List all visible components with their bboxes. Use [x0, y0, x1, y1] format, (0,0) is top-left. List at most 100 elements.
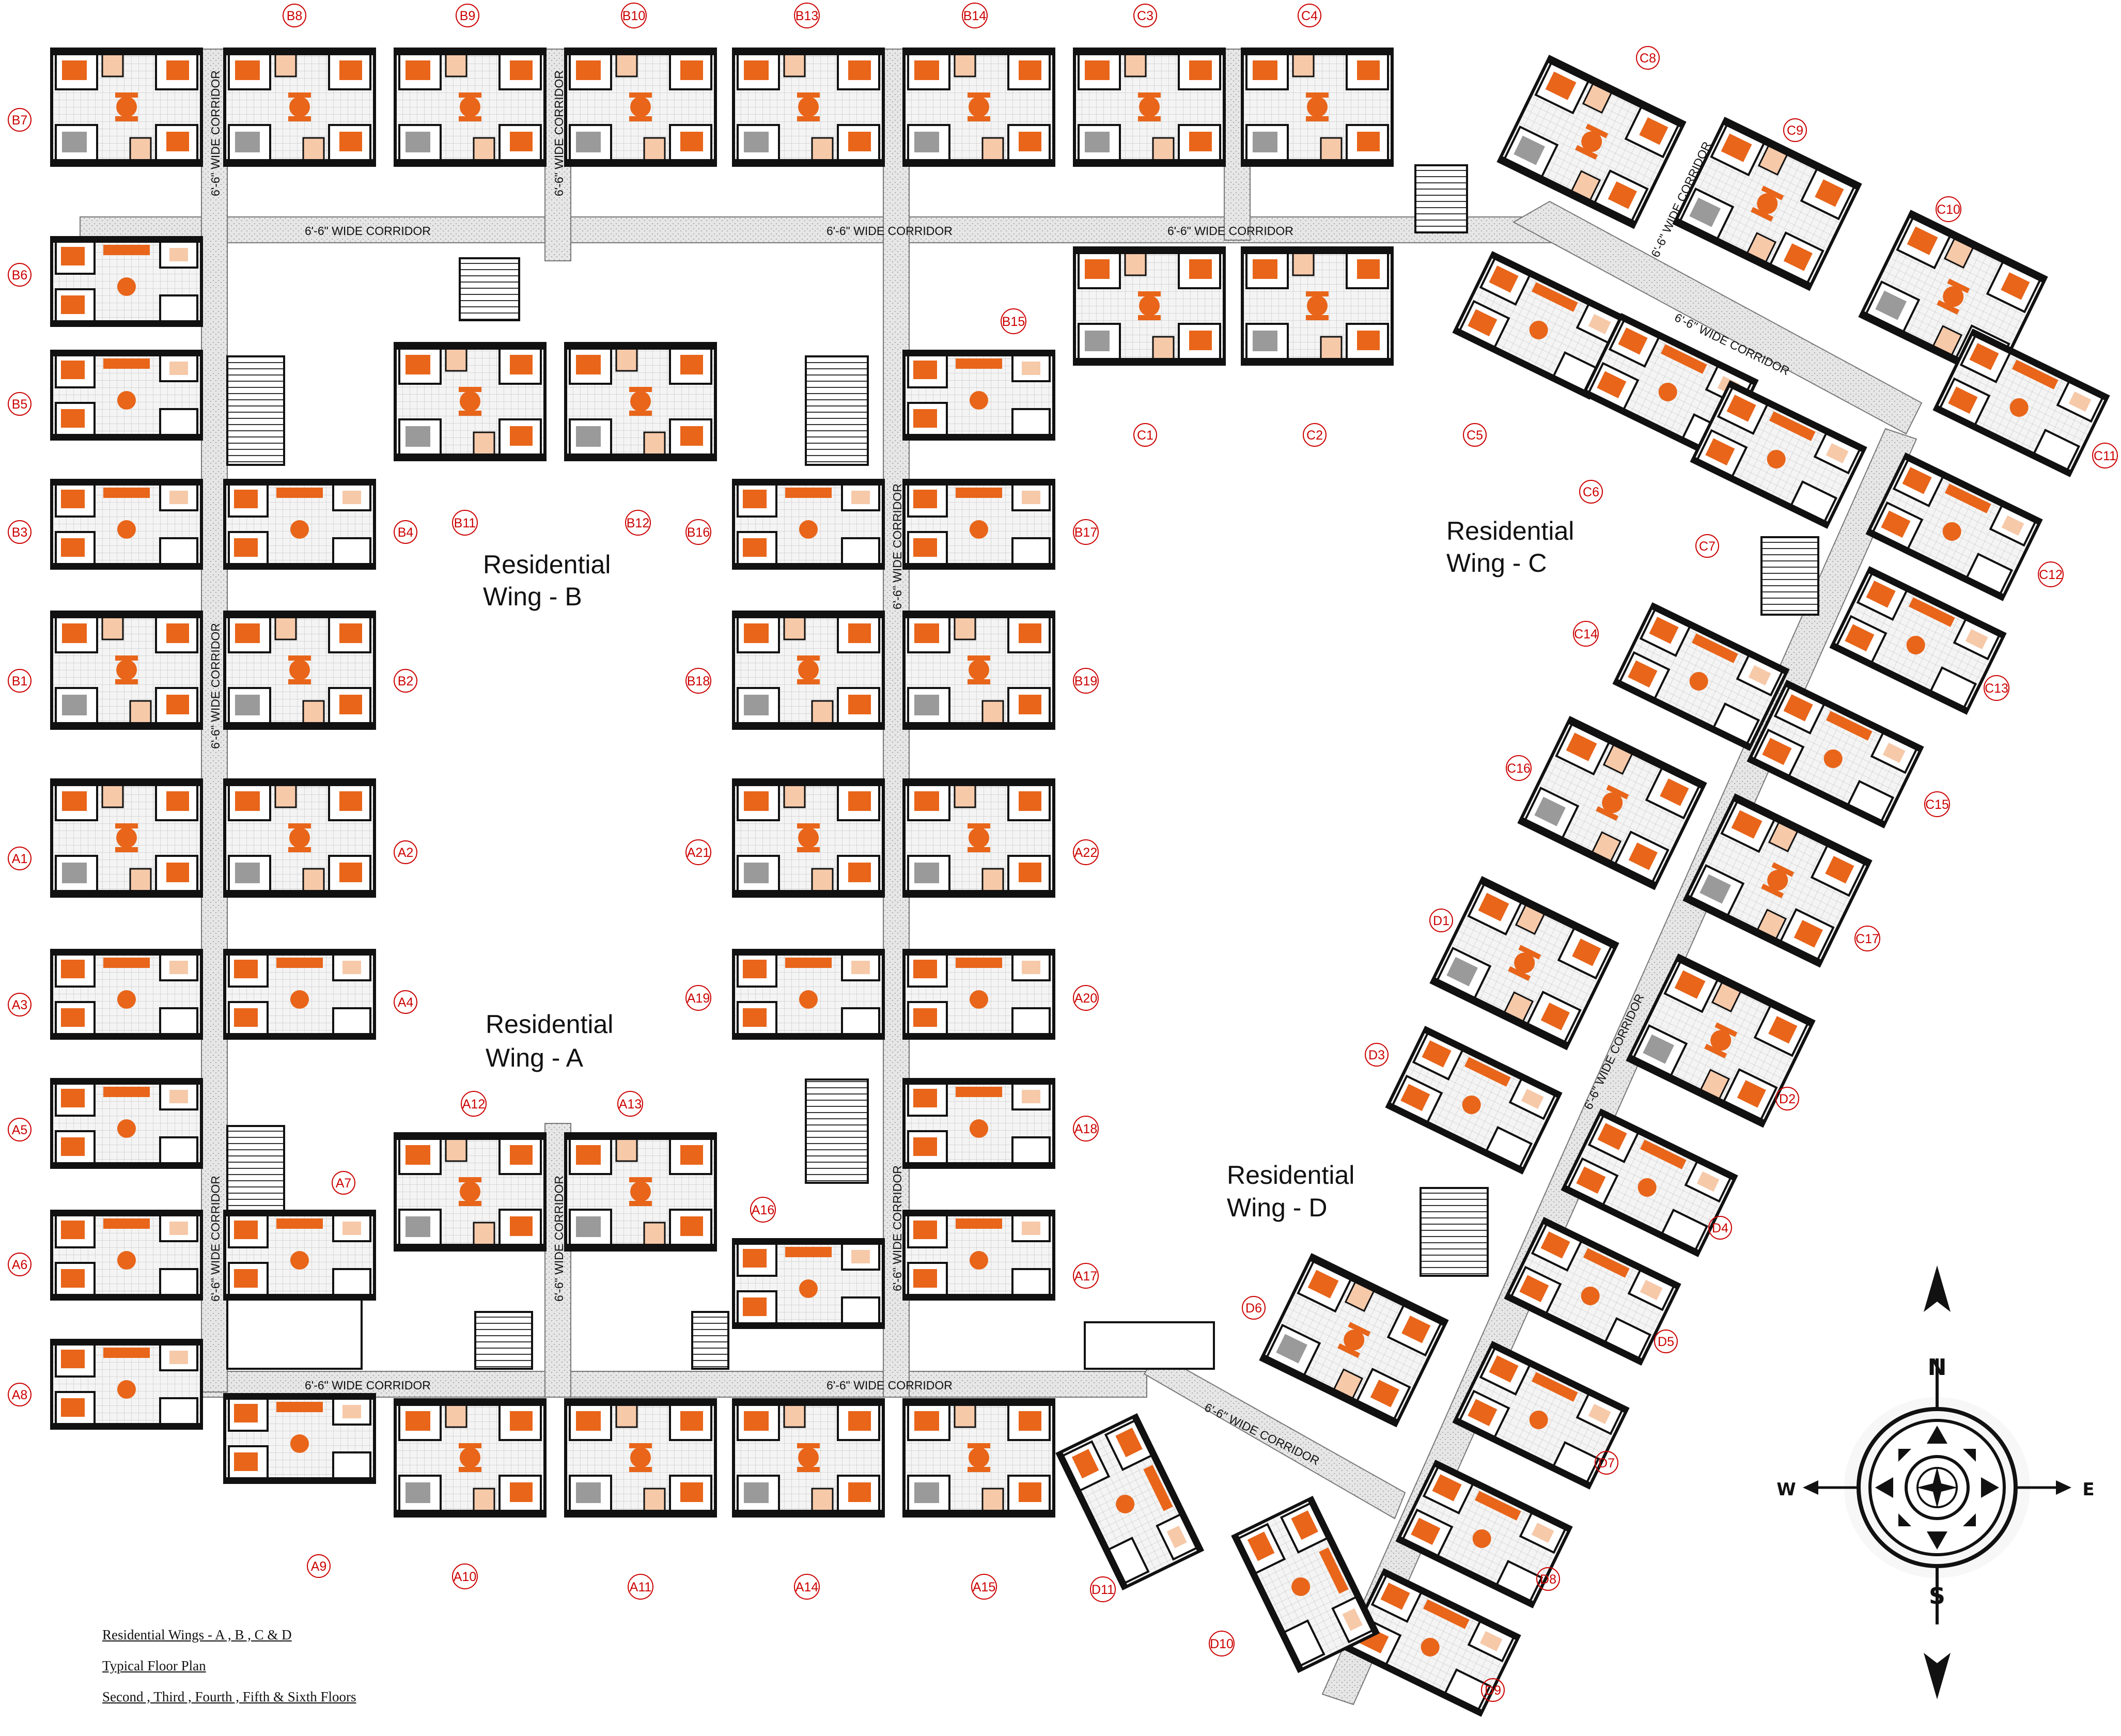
wing-label-b: Residential Wing - B: [483, 550, 611, 611]
unit-tag-A9: A9: [307, 1554, 331, 1578]
legend-subtitle: Typical Floor Plan: [102, 1658, 206, 1674]
svg-text:B8: B8: [287, 9, 303, 23]
svg-text:D10: D10: [1210, 1637, 1234, 1651]
unit-tag-D9: D9: [1481, 1678, 1505, 1702]
unit-tag-C4: C4: [1298, 4, 1321, 27]
unit-tag-C12: C12: [2038, 561, 2064, 587]
svg-text:C4: C4: [1301, 9, 1318, 23]
unit-tag-A13: A13: [617, 1091, 643, 1117]
unit-tag-C15: C15: [1924, 791, 1950, 817]
unit-tag-C3: C3: [1133, 4, 1157, 27]
svg-text:D6: D6: [1245, 1301, 1262, 1316]
corridor-label-mid-2: 6'-6" WIDE CORRIDOR: [891, 1165, 904, 1291]
compass-n: N: [1928, 1354, 1947, 1381]
svg-text:A8: A8: [12, 1388, 28, 1402]
svg-text:C15: C15: [1925, 797, 1949, 812]
unit-tag-A5: A5: [8, 1118, 32, 1141]
corridor-label-a: 6'-6" WIDE CORRIDOR: [552, 1176, 566, 1302]
unit-tag-C17: C17: [1854, 926, 1880, 951]
corridor-label-west: 6'-6" WIDE CORRIDOR: [209, 1176, 222, 1302]
svg-text:C12: C12: [2039, 568, 2063, 582]
svg-text:A9: A9: [311, 1559, 327, 1574]
svg-text:B4: B4: [398, 525, 414, 540]
svg-text:A13: A13: [619, 1097, 642, 1112]
wing-label-c: Residential Wing - C: [1446, 517, 1574, 577]
svg-text:A3: A3: [12, 998, 28, 1012]
unit-tag-A11: A11: [628, 1574, 653, 1600]
corridor-label-south-2: 6'-6" WIDE CORRIDOR: [826, 1379, 953, 1392]
unit-tag-D10: D10: [1209, 1631, 1235, 1656]
wing-label-d: Residential Wing - D: [1227, 1161, 1354, 1222]
svg-text:A7: A7: [336, 1176, 352, 1191]
svg-text:C11: C11: [2094, 449, 2116, 463]
unit-tag-B9: B9: [456, 4, 479, 27]
svg-text:B11: B11: [454, 516, 476, 530]
svg-text:A15: A15: [973, 1580, 995, 1594]
unit-tag-B11: B11: [452, 510, 478, 536]
unit-tag-B7: B7: [8, 108, 32, 132]
unit-tag-A7: A7: [332, 1171, 355, 1195]
svg-text:A5: A5: [12, 1123, 28, 1137]
svg-text:C17: C17: [1855, 932, 1879, 946]
svg-text:C13: C13: [1985, 681, 2008, 696]
svg-text:A20: A20: [1074, 991, 1097, 1006]
unit-tag-B3: B3: [8, 520, 32, 544]
svg-text:Residential: Residential: [1446, 517, 1574, 545]
svg-text:B17: B17: [1074, 525, 1097, 540]
compass-e: E: [2082, 1479, 2094, 1500]
unit-tag-A16: A16: [750, 1197, 776, 1223]
svg-text:Residential: Residential: [1227, 1161, 1354, 1190]
unit-tag-C6: C6: [1579, 480, 1603, 504]
unit-tag-B8: B8: [283, 4, 306, 27]
unit-tag-B1: B1: [8, 669, 32, 693]
unit-tag-D3: D3: [1365, 1043, 1389, 1067]
svg-text:C6: C6: [1583, 485, 1599, 499]
svg-text:B1: B1: [12, 674, 28, 689]
svg-text:D3: D3: [1368, 1048, 1385, 1062]
svg-text:Residential: Residential: [486, 1010, 613, 1039]
unit-tag-A2: A2: [394, 840, 417, 864]
svg-text:A22: A22: [1074, 846, 1097, 860]
svg-text:B14: B14: [963, 9, 987, 23]
svg-text:A6: A6: [12, 1258, 28, 1272]
unit-tag-B5: B5: [8, 392, 32, 416]
svg-text:Wing - B: Wing - B: [483, 582, 582, 611]
corridor-label-south: 6'-6" WIDE CORRIDOR: [305, 1379, 431, 1392]
svg-text:A4: A4: [398, 995, 414, 1010]
unit-tag-C9: C9: [1783, 118, 1807, 142]
svg-text:D9: D9: [1485, 1683, 1501, 1698]
svg-text:B9: B9: [460, 9, 476, 23]
unit-tag-D11: D11: [1090, 1576, 1116, 1602]
corridor-label-north: 6'-6" WIDE CORRIDOR: [305, 224, 431, 238]
corridor-label-west-2: 6'-6" WIDE CORRIDOR: [209, 623, 222, 749]
corridor-label-north-2: 6'-6" WIDE CORRIDOR: [826, 224, 953, 238]
svg-text:B3: B3: [12, 525, 28, 540]
unit-tag-B19: B19: [1073, 668, 1099, 694]
unit-tag-D5: D5: [1654, 1330, 1678, 1353]
unit-tag-C2: C2: [1303, 423, 1327, 447]
svg-text:A11: A11: [630, 1580, 652, 1594]
svg-text:A21: A21: [687, 846, 710, 860]
unit-tag-B14: B14: [962, 3, 988, 28]
unit-tag-B15: B15: [1001, 308, 1026, 334]
svg-text:A2: A2: [398, 846, 414, 860]
unit-tag-C10: C10: [1936, 196, 1961, 222]
svg-text:C7: C7: [1699, 539, 1715, 554]
unit-tag-A18: A18: [1073, 1116, 1099, 1141]
unit-tag-A15: A15: [971, 1574, 997, 1600]
unit-tag-A12: A12: [461, 1091, 487, 1117]
unit-tag-B12: B12: [625, 510, 651, 536]
unit-tag-D7: D7: [1595, 1451, 1618, 1475]
unit-tag-A8: A8: [8, 1383, 32, 1406]
unit-tag-A10: A10: [452, 1563, 478, 1589]
legend-floors: Second , Third , Fourth , Fifth & Sixth …: [102, 1689, 356, 1704]
svg-text:B6: B6: [12, 268, 28, 283]
unit-tag-B13: B13: [794, 3, 820, 28]
unit-tag-D8: D8: [1536, 1567, 1560, 1591]
svg-text:C8: C8: [1640, 51, 1656, 66]
svg-text:C3: C3: [1137, 9, 1153, 23]
unit-tag-A3: A3: [8, 993, 32, 1016]
unit-tag-B16: B16: [685, 519, 711, 545]
unit-tag-B18: B18: [685, 668, 711, 694]
